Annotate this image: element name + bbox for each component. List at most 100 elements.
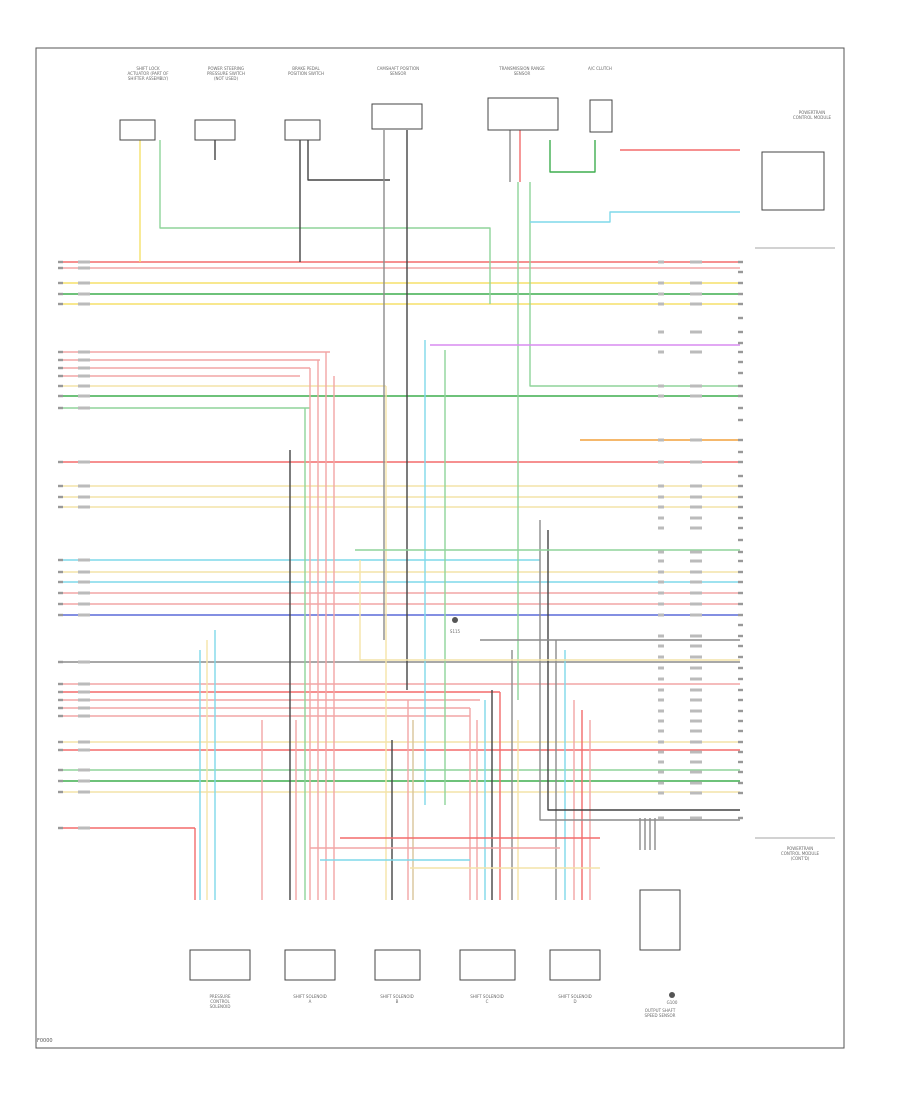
wire-code-label	[690, 644, 702, 648]
wire-code-label	[690, 729, 702, 733]
component-box	[194, 119, 236, 141]
wire-code-label	[690, 292, 702, 296]
wire-code-label	[658, 781, 664, 785]
wire-code-label	[658, 505, 664, 509]
component-box	[284, 119, 321, 141]
pin-number	[738, 371, 743, 375]
wire-code-label	[78, 366, 90, 370]
wire-code-label	[658, 330, 664, 334]
pin-number	[738, 330, 743, 334]
pin-number	[738, 570, 743, 574]
pin-number	[738, 526, 743, 530]
wire-code-label	[690, 591, 702, 595]
pin-number	[738, 580, 743, 584]
wire-code-label	[690, 602, 702, 606]
wire-code-label	[658, 580, 664, 584]
wire-code-label	[690, 570, 702, 574]
wire-code-label	[78, 602, 90, 606]
wire-code-label	[78, 698, 90, 702]
pin-number	[738, 495, 743, 499]
diagram-border	[35, 47, 845, 1049]
wire-code-label	[658, 634, 664, 638]
pin-number	[58, 682, 63, 686]
wire-code-label	[690, 698, 702, 702]
pin-number	[58, 768, 63, 772]
wire-code-label	[690, 550, 702, 554]
pin-number	[58, 591, 63, 595]
wire-code-label	[78, 281, 90, 285]
wire-code-label	[690, 281, 702, 285]
pin-number	[738, 292, 743, 296]
wire-code-label	[690, 781, 702, 785]
wire-code-label	[690, 460, 702, 464]
wire-code-label	[690, 516, 702, 520]
pin-number	[738, 384, 743, 388]
pin-number	[738, 602, 743, 606]
component-box	[459, 949, 516, 981]
wire-code-label	[78, 266, 90, 270]
pin-number	[738, 688, 743, 692]
wire-code-label	[78, 790, 90, 794]
wire-code-label	[690, 666, 702, 670]
pin-number	[738, 538, 743, 542]
bundle-wire	[539, 520, 740, 821]
wire-code-label	[690, 350, 702, 354]
pin-number	[738, 729, 743, 733]
wire-code-label	[78, 406, 90, 410]
wire-code-label	[690, 580, 702, 584]
pin-number	[58, 580, 63, 584]
component-box	[639, 889, 681, 951]
pin-number	[738, 791, 743, 795]
wire-code-label	[658, 394, 664, 398]
wire-code-label	[78, 460, 90, 464]
pin-number	[738, 781, 743, 785]
pin-number	[738, 591, 743, 595]
wire-code-label	[690, 655, 702, 659]
pin-number	[738, 613, 743, 617]
pin-number	[738, 450, 743, 454]
pin-number	[738, 270, 743, 274]
wire-code-label	[658, 384, 664, 388]
wire-code-label	[78, 260, 90, 264]
pin-number	[738, 360, 743, 364]
pin-number	[738, 438, 743, 442]
wire-code-label	[690, 791, 702, 795]
pin-number	[738, 406, 743, 410]
pin-number	[58, 779, 63, 783]
pin-number	[58, 690, 63, 694]
pin-number	[738, 484, 743, 488]
pin-number	[738, 750, 743, 754]
pin-number	[58, 706, 63, 710]
pin-number	[58, 740, 63, 744]
pin-number	[58, 460, 63, 464]
wire-code-label	[78, 748, 90, 752]
pin-number	[58, 790, 63, 794]
pin-number	[738, 394, 743, 398]
pin-number	[58, 292, 63, 296]
pin-number	[738, 623, 743, 627]
pin-number	[58, 266, 63, 270]
pin-number	[738, 418, 743, 422]
pin-number	[58, 350, 63, 354]
shiftlock-wire	[159, 140, 491, 304]
pin-number	[738, 816, 743, 820]
wire-code-label	[658, 613, 664, 617]
wire-code-label	[78, 613, 90, 617]
pin-number	[58, 358, 63, 362]
wire-code-label	[78, 374, 90, 378]
wire-code-label	[690, 688, 702, 692]
pin-number	[738, 302, 743, 306]
pin-number	[738, 666, 743, 670]
wire-code-label	[690, 302, 702, 306]
wire-code-label	[690, 816, 702, 820]
pin-number	[58, 495, 63, 499]
wire-code-label	[658, 655, 664, 659]
pin-number	[58, 602, 63, 606]
